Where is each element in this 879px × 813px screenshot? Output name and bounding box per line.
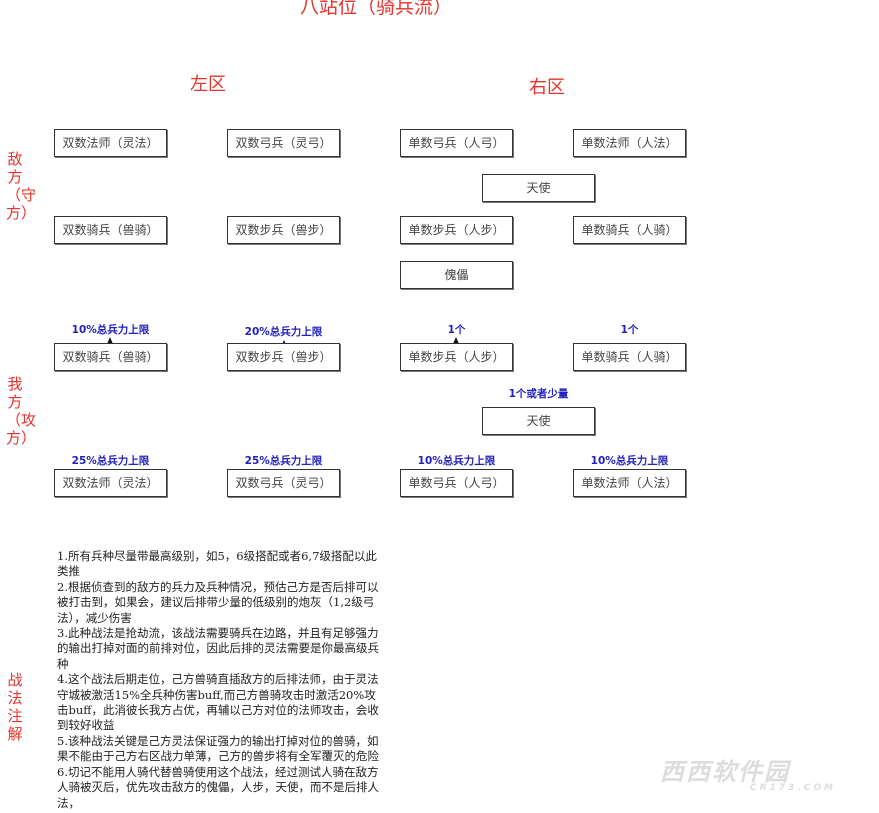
quota-label: 10%总兵力上限 [590, 455, 669, 467]
enemy-angel-box: 天使 [482, 174, 595, 202]
our-unit-box: 双数弓兵（灵弓） [227, 469, 340, 497]
enemy-unit-box: 单数骑兵（人骑） [573, 216, 686, 244]
page-title: 八站位（骑兵流） [300, 0, 453, 18]
enemy-unit-box: 单数弓兵（人弓） [400, 129, 513, 157]
zone-right-label: 右区 [529, 77, 565, 98]
quota-label: 1个 [620, 324, 639, 336]
quota-label: 10%总兵力上限 [71, 324, 150, 336]
enemy-unit-box: 单数步兵（人步） [400, 216, 513, 244]
our-unit-box: 单数步兵（人步） [400, 343, 513, 371]
our-unit-box: 双数法师（灵法） [54, 469, 167, 497]
arrow-marker-icon [453, 337, 459, 344]
note-item: 6.切记不能用人骑代替兽骑使用这个战法，经过测试人骑在敌方人骑被灭后，优先攻击敌… [57, 764, 379, 810]
quota-label: 1个 [447, 324, 466, 336]
enemy-puppet-box: 傀儡 [400, 261, 513, 289]
watermark-logo: 西西软件园 CR173.COM [660, 752, 836, 793]
watermark-site: CR173.COM [750, 783, 836, 793]
our-angel-box: 天使 [482, 407, 595, 435]
zone-left-label: 左区 [190, 74, 226, 95]
note-item: 5.该种战法关键是己方灵法保证强力的输出打掉对位的兽骑，如果不能由于己方右区战力… [57, 733, 379, 764]
enemy-side-label: 敌方（守方） [6, 150, 37, 222]
quota-label: 10%总兵力上限 [417, 455, 496, 467]
enemy-unit-box: 双数步兵（兽步） [227, 216, 340, 244]
watermark-brand: 西西软件园 [660, 758, 790, 786]
note-item: 2.根据侦查到的敌方的兵力及兵种情况，预估己方是否后排可以被打击到，如果会，建议… [57, 579, 379, 625]
our-unit-box: 单数弓兵（人弓） [400, 469, 513, 497]
note-item: 1.所有兵种尽量带最高级别，如5，6级搭配或者6,7级搭配以此类推 [57, 549, 377, 579]
quota-label: 25%总兵力上限 [244, 455, 323, 467]
quota-label: 20%总兵力上限 [244, 326, 323, 338]
arrow-marker-icon [107, 337, 113, 344]
note-item: 3.此种战法是抢劫流，该战法需要骑兵在边路，并且有足够强力的输出打掉对面的前排对… [57, 626, 379, 671]
our-unit-box: 双数骑兵（兽骑） [54, 343, 167, 371]
enemy-unit-box: 双数法师（灵法） [54, 129, 167, 157]
quota-label: 25%总兵力上限 [71, 455, 150, 467]
quota-label: 1个或者少量 [508, 388, 569, 400]
enemy-unit-box: 单数法师（人法） [573, 129, 686, 157]
note-item: 4.这个战法后期走位，己方兽骑直插敌方的后排法师，由于灵法守城被激活15%全兵种… [57, 672, 379, 733]
tactic-notes: 1.所有兵种尽量带最高级别，如5，6级搭配或者6,7级搭配以此类推 2.根据侦查… [57, 549, 387, 811]
notes-side-label: 战法注解 [7, 671, 23, 743]
enemy-unit-box: 双数弓兵（灵弓） [227, 129, 340, 157]
our-side-label: 我方（攻方） [6, 375, 37, 447]
our-unit-box: 双数步兵（兽步） [227, 343, 340, 371]
enemy-unit-box: 双数骑兵（兽骑） [54, 216, 167, 244]
our-unit-box: 单数法师（人法） [573, 469, 686, 497]
our-unit-box: 单数骑兵（人骑） [573, 343, 686, 371]
